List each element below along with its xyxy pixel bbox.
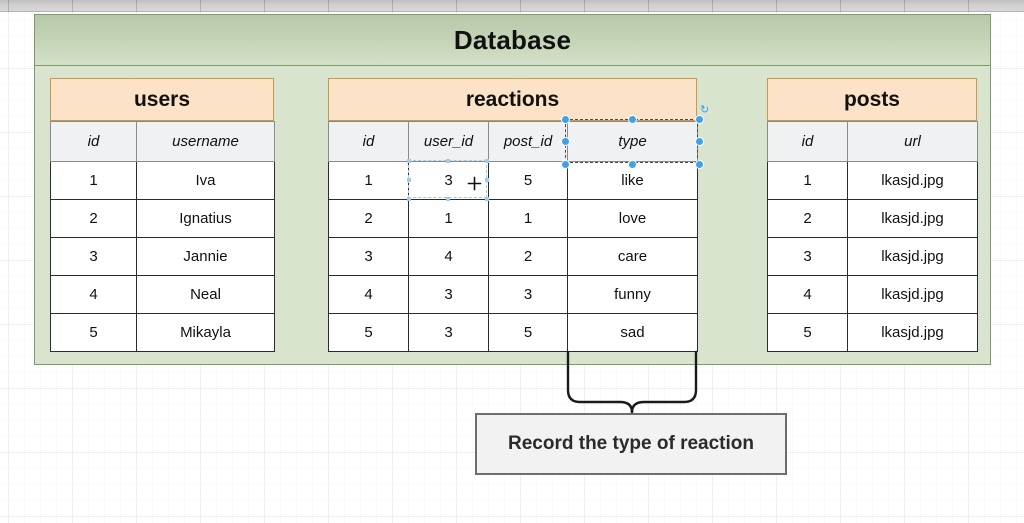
table-header-row: id username <box>50 121 275 162</box>
table-row[interactable]: 2 1 1 love <box>328 199 698 238</box>
entity-table-posts[interactable]: posts id url 1 lkasjd.jpg 2 lkasjd.jpg 3… <box>767 78 978 352</box>
cell-id[interactable]: 3 <box>50 237 137 276</box>
table-row[interactable]: 5 3 5 sad <box>328 313 698 352</box>
cell-post-id[interactable]: 5 <box>488 313 568 352</box>
table-row[interactable]: 4 3 3 funny <box>328 275 698 314</box>
cell-user-id[interactable]: 3 <box>408 313 489 352</box>
cell-id[interactable]: 5 <box>50 313 137 352</box>
cell-id[interactable]: 3 <box>767 237 848 276</box>
column-header-id: id <box>328 121 409 162</box>
cell-id[interactable]: 2 <box>50 199 137 238</box>
cell-id[interactable]: 5 <box>767 313 848 352</box>
column-header-username: username <box>136 121 275 162</box>
table-title-reactions: reactions <box>328 78 697 121</box>
table-header-row: id user_id post_id type <box>328 121 698 162</box>
table-row[interactable]: 5 lkasjd.jpg <box>767 313 978 352</box>
cell-type[interactable]: funny <box>567 275 698 314</box>
table-row[interactable]: 1 lkasjd.jpg <box>767 161 978 200</box>
cell-user-id[interactable]: 1 <box>408 199 489 238</box>
rotate-icon[interactable]: ↻ <box>700 104 710 116</box>
cell-username[interactable]: Jannie <box>136 237 275 276</box>
cell-url[interactable]: lkasjd.jpg <box>847 237 978 276</box>
cell-id[interactable]: 4 <box>328 275 409 314</box>
table-title-users: users <box>50 78 274 121</box>
cell-username[interactable]: Iva <box>136 161 275 200</box>
cell-type[interactable]: sad <box>567 313 698 352</box>
cell-post-id[interactable]: 5 <box>488 161 568 200</box>
table-header-row: id url <box>767 121 978 162</box>
table-grid-users: id username 1 Iva 2 Ignatius 3 Jannie 4 <box>50 121 275 352</box>
cell-url[interactable]: lkasjd.jpg <box>847 161 978 200</box>
table-grid-posts: id url 1 lkasjd.jpg 2 lkasjd.jpg 3 lkasj… <box>767 121 978 352</box>
cell-id[interactable]: 1 <box>328 161 409 200</box>
cell-user-id[interactable]: 4 <box>408 237 489 276</box>
table-row[interactable]: 2 Ignatius <box>50 199 275 238</box>
cell-id[interactable]: 1 <box>50 161 137 200</box>
move-cursor-icon <box>467 176 482 191</box>
cell-post-id[interactable]: 3 <box>488 275 568 314</box>
database-container[interactable]: Database users id username 1 Iva 2 Ignat… <box>34 14 991 365</box>
cell-type[interactable]: care <box>567 237 698 276</box>
cell-id[interactable]: 3 <box>328 237 409 276</box>
column-header-type: type <box>567 121 698 162</box>
cell-url[interactable]: lkasjd.jpg <box>847 275 978 314</box>
cell-user-id[interactable]: 3 <box>408 275 489 314</box>
cell-type[interactable]: like <box>567 161 698 200</box>
table-row[interactable]: 4 lkasjd.jpg <box>767 275 978 314</box>
curly-brace-icon <box>566 350 698 420</box>
table-row[interactable]: 1 Iva <box>50 161 275 200</box>
column-header-user-id: user_id <box>408 121 489 162</box>
table-row[interactable]: 3 lkasjd.jpg <box>767 237 978 276</box>
cell-url[interactable]: lkasjd.jpg <box>847 313 978 352</box>
annotation-text: Record the type of reaction <box>508 433 754 454</box>
column-header-url: url <box>847 121 978 162</box>
page-title: Database <box>453 24 572 55</box>
annotation-callout[interactable]: Record the type of reaction <box>475 413 787 475</box>
cell-type[interactable]: love <box>567 199 698 238</box>
table-title-posts: posts <box>767 78 977 121</box>
cell-username[interactable]: Ignatius <box>136 199 275 238</box>
table-row[interactable]: 5 Mikayla <box>50 313 275 352</box>
cell-id[interactable]: 2 <box>328 199 409 238</box>
cell-id[interactable]: 1 <box>767 161 848 200</box>
column-header-post-id: post_id <box>488 121 568 162</box>
cell-id[interactable]: 4 <box>50 275 137 314</box>
cell-id[interactable]: 4 <box>767 275 848 314</box>
entity-table-users[interactable]: users id username 1 Iva 2 Ignatius 3 Jan… <box>50 78 275 352</box>
table-row[interactable]: 2 lkasjd.jpg <box>767 199 978 238</box>
database-title-band[interactable]: Database <box>35 15 990 66</box>
entity-table-reactions[interactable]: reactions id user_id post_id type 1 3 5 … <box>328 78 698 352</box>
cell-url[interactable]: lkasjd.jpg <box>847 199 978 238</box>
table-row[interactable]: 4 Neal <box>50 275 275 314</box>
cell-post-id[interactable]: 1 <box>488 199 568 238</box>
cell-username[interactable]: Mikayla <box>136 313 275 352</box>
cell-username[interactable]: Neal <box>136 275 275 314</box>
cell-id[interactable]: 5 <box>328 313 409 352</box>
table-row[interactable]: 3 Jannie <box>50 237 275 276</box>
table-grid-reactions: id user_id post_id type 1 3 5 like 2 1 1… <box>328 121 698 352</box>
cell-id[interactable]: 2 <box>767 199 848 238</box>
cell-post-id[interactable]: 2 <box>488 237 568 276</box>
table-row[interactable]: 3 4 2 care <box>328 237 698 276</box>
ruler-top <box>0 0 1024 12</box>
column-header-id: id <box>50 121 137 162</box>
table-row[interactable]: 1 3 5 like <box>328 161 698 200</box>
column-header-id: id <box>767 121 848 162</box>
